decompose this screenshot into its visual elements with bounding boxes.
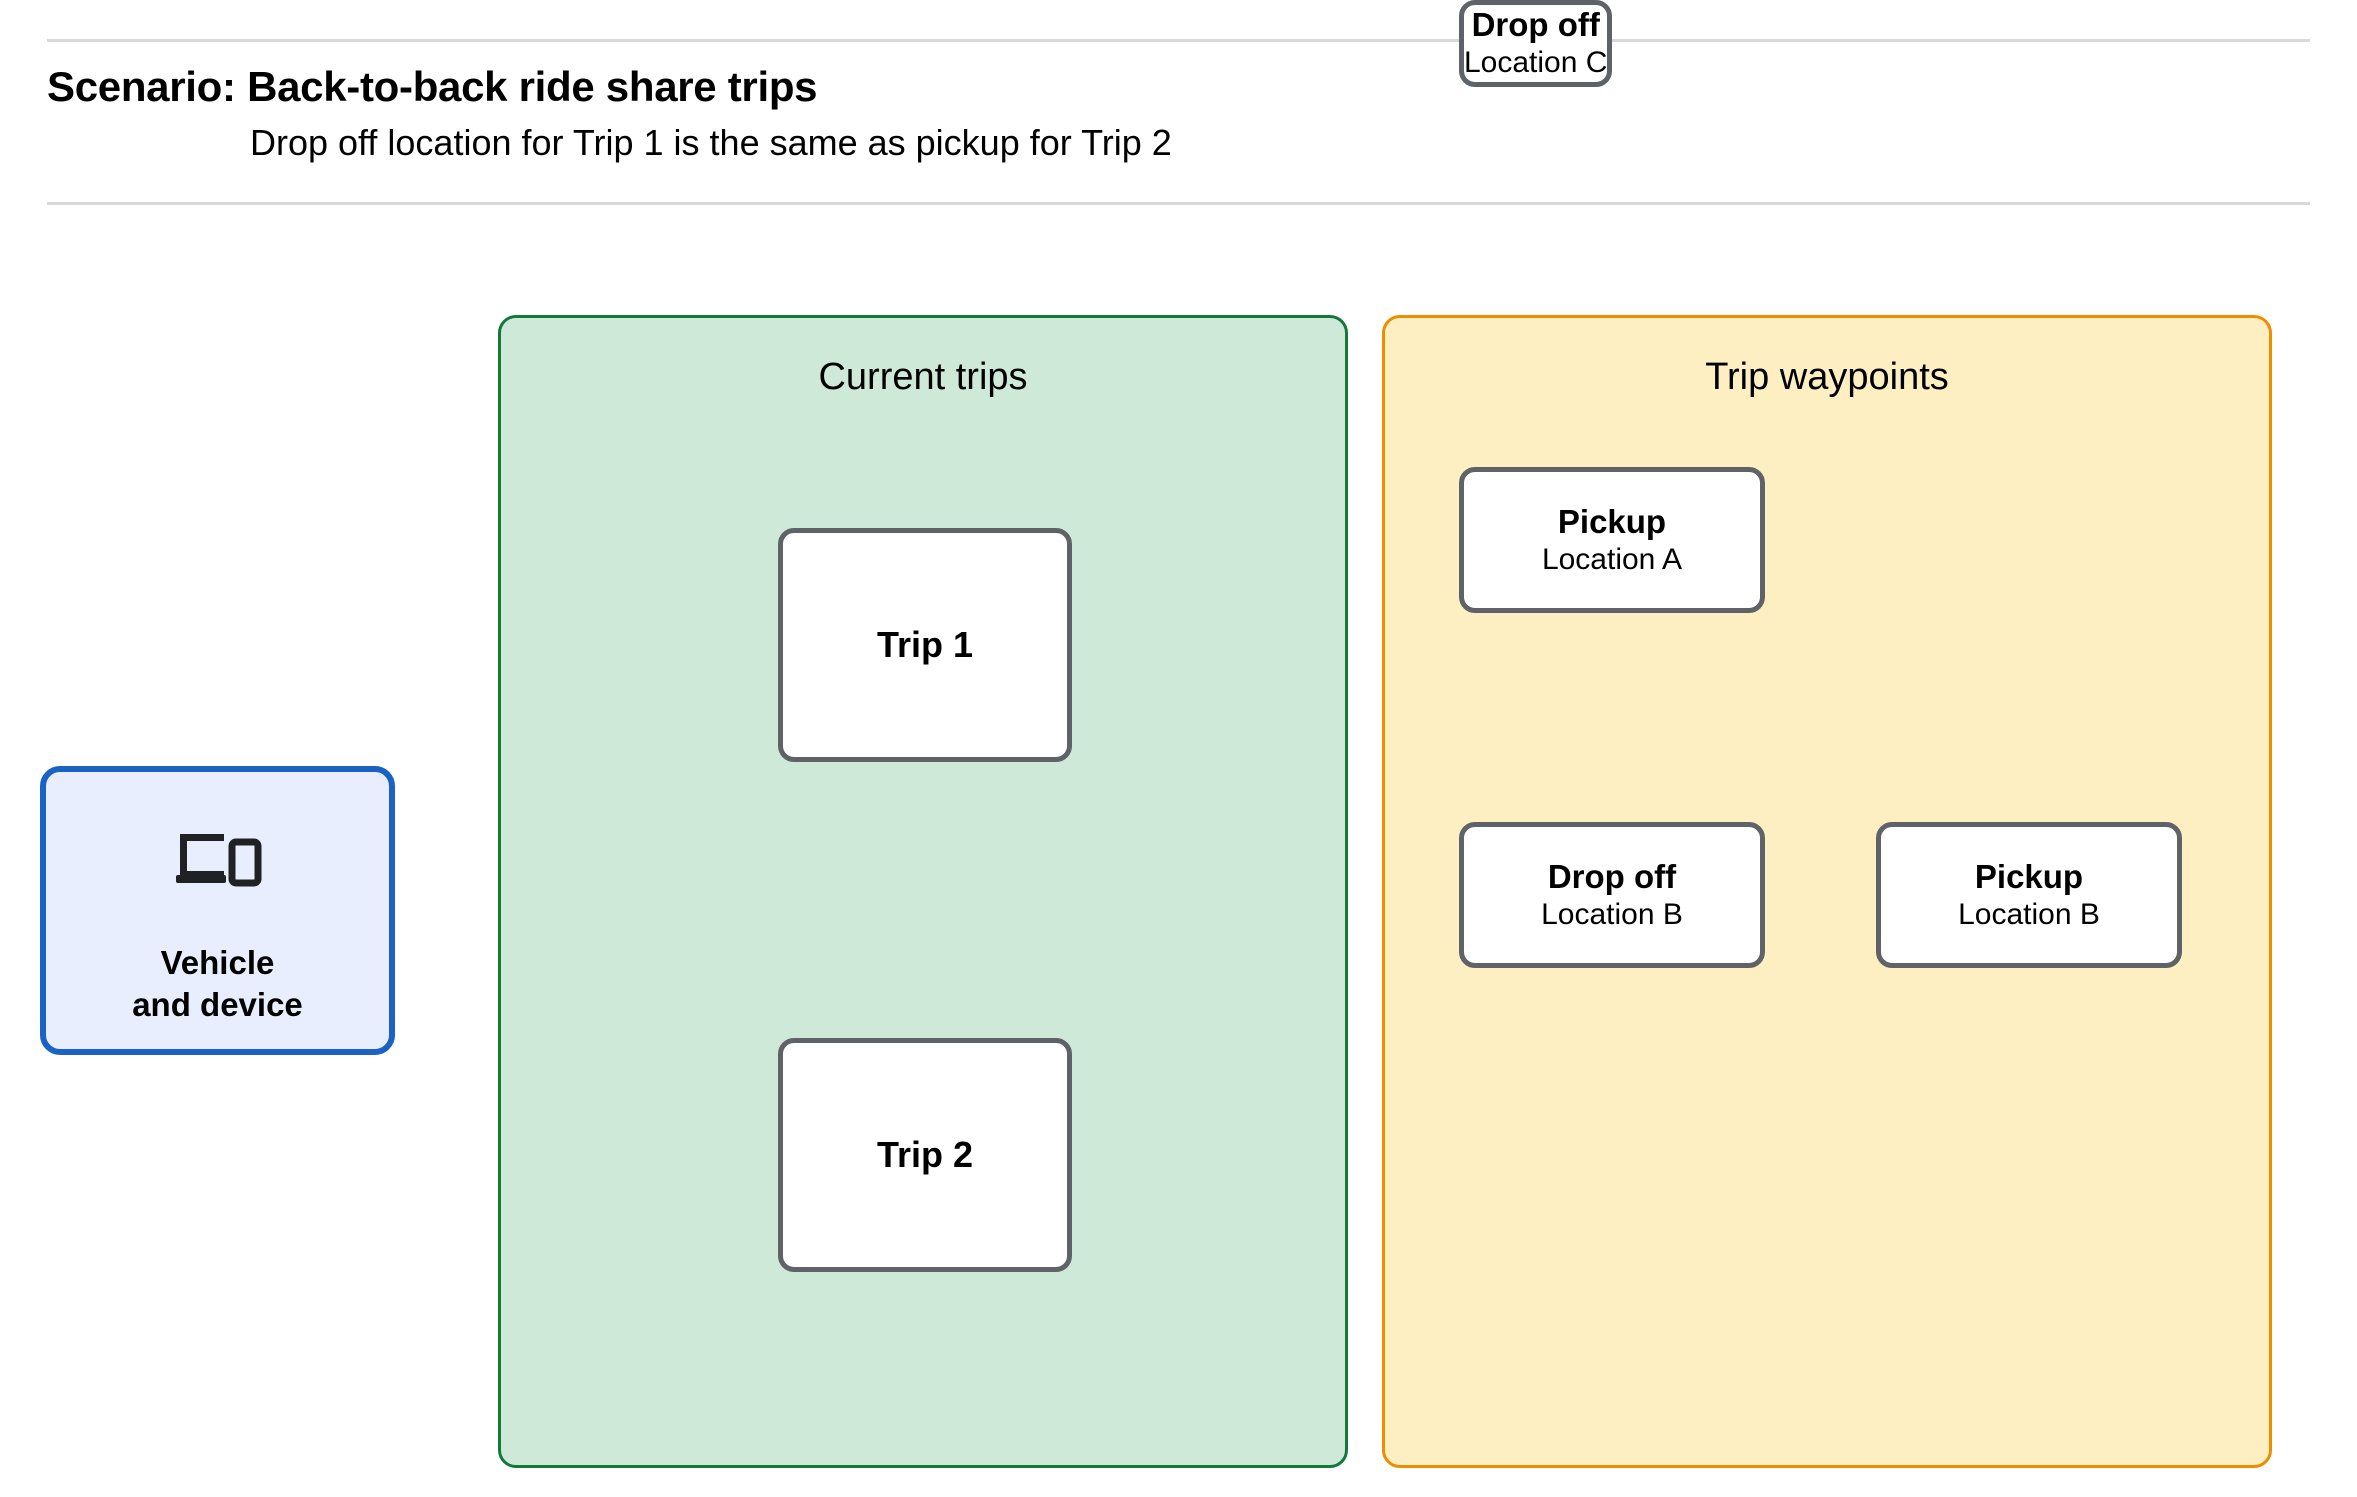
vehicle-label-line-1: Vehicle <box>160 944 275 981</box>
node-vehicle-label: Vehicle and device <box>132 942 303 1026</box>
node-trip-1-label: Trip 1 <box>876 624 974 665</box>
waypoint-pickup-a-location: Location A <box>1541 542 1683 576</box>
group-current-trips-title: Current trips <box>818 356 1028 398</box>
waypoint-pickup-b-location: Location B <box>1958 897 2100 931</box>
group-trip-waypoints-title: Trip waypoints <box>1705 356 1949 398</box>
header-divider-bottom <box>47 202 2310 205</box>
node-waypoint-dropoff-b[interactable]: Drop off Location B <box>1459 822 1765 968</box>
node-trip-2-label: Trip 2 <box>876 1134 974 1175</box>
vehicle-label-line-2: and device <box>132 986 303 1024</box>
node-vehicle-and-device[interactable]: Vehicle and device <box>40 766 395 1055</box>
waypoint-pickup-a-kind: Pickup <box>1557 502 1667 540</box>
waypoint-dropoff-c-location: Location C <box>1464 46 1608 80</box>
header-divider-top <box>47 39 2310 42</box>
node-waypoint-pickup-a[interactable]: Pickup Location A <box>1459 467 1765 613</box>
page-title: Scenario: Back-to-back ride share trips <box>47 63 818 110</box>
page-subtitle: Drop off location for Trip 1 is the same… <box>250 122 1172 163</box>
laptop-and-phone-icon <box>175 834 261 887</box>
group-current-trips: Current trips <box>498 315 1348 1468</box>
waypoint-pickup-b-kind: Pickup <box>1974 857 2084 895</box>
waypoint-dropoff-b-location: Location B <box>1541 897 1683 931</box>
node-trip-1[interactable]: Trip 1 <box>778 528 1072 762</box>
node-trip-2[interactable]: Trip 2 <box>778 1038 1072 1272</box>
waypoint-dropoff-b-kind: Drop off <box>1547 857 1677 895</box>
node-waypoint-dropoff-c[interactable]: Drop off Location C <box>1459 0 1613 87</box>
node-waypoint-pickup-b[interactable]: Pickup Location B <box>1876 822 2182 968</box>
waypoint-dropoff-c-kind: Drop off <box>1471 6 1600 43</box>
